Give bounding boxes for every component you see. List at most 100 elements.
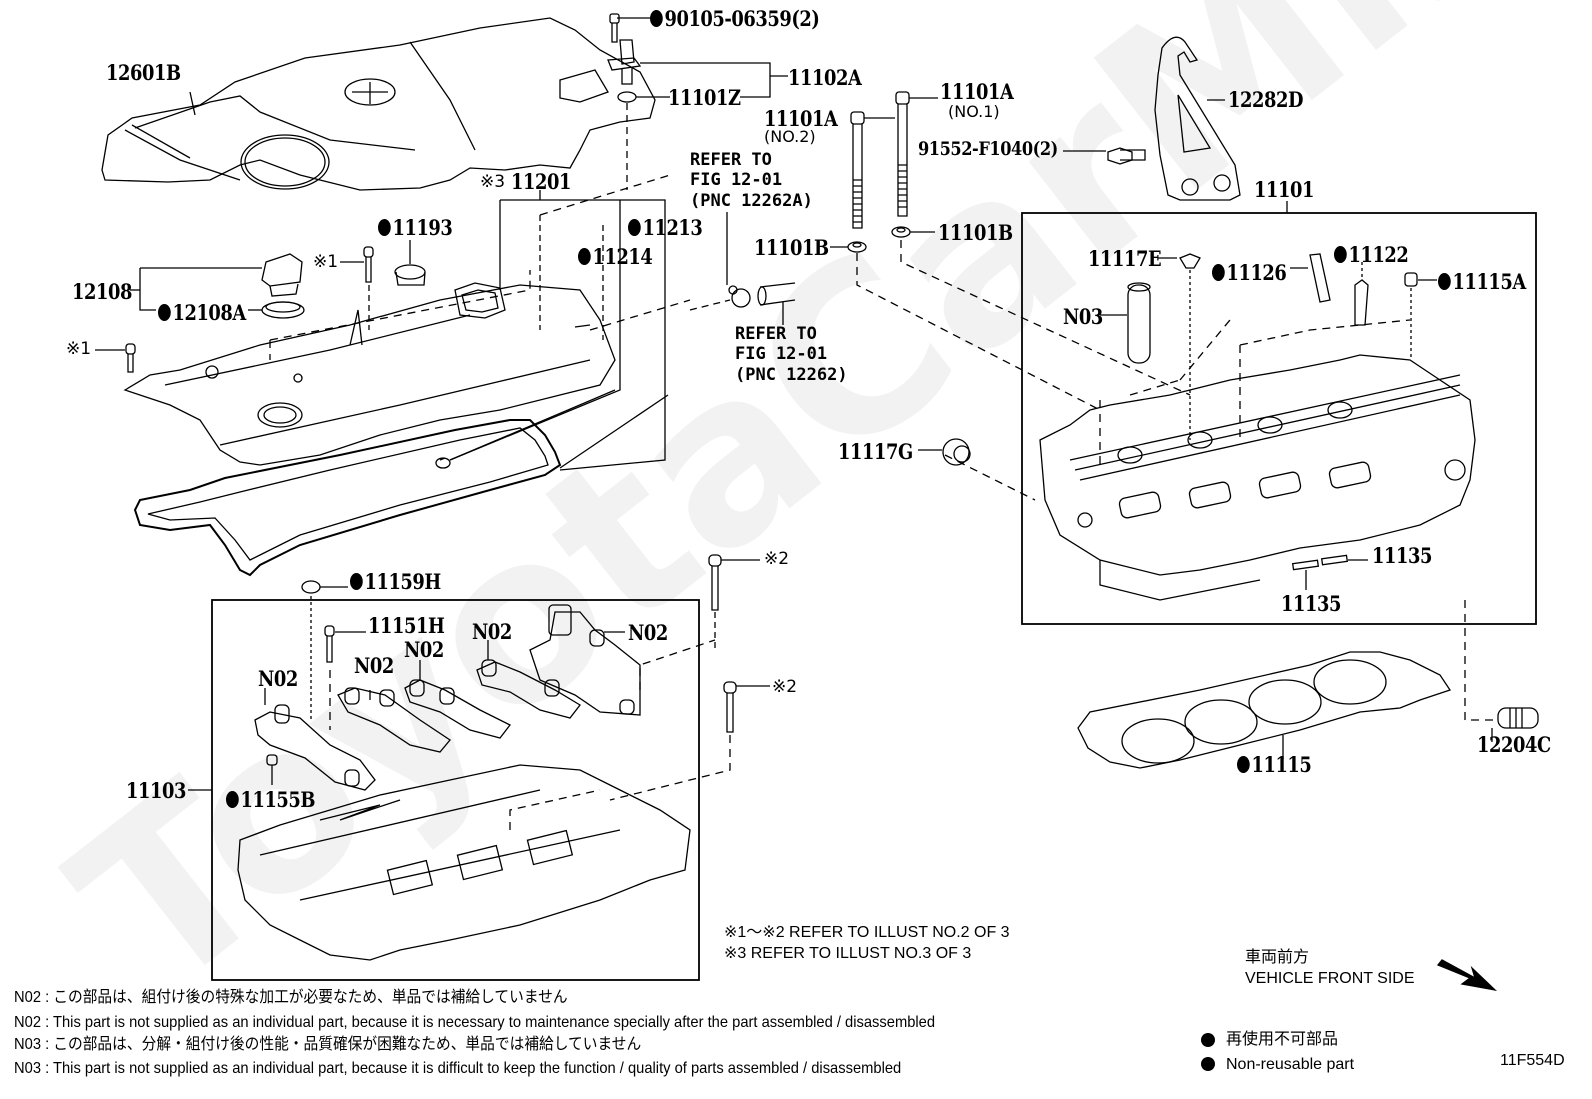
label-text: 11193: [392, 215, 453, 240]
label-12108A[interactable]: 12108A: [158, 302, 246, 323]
non-reusable-dot: [378, 219, 391, 236]
plug-11117G-drawing: [918, 438, 971, 466]
label-11115A[interactable]: 11115A: [1438, 271, 1526, 292]
refer-a-line3: (PNC 12262A): [690, 190, 813, 211]
head-bolts-drawing: [830, 91, 1191, 411]
refer-b-line2: FIG 12-01: [735, 344, 828, 365]
label-11135-right[interactable]: 11135: [1372, 543, 1432, 568]
label-11126[interactable]: 11126: [1212, 260, 1287, 285]
seal-and-bolt-drawing: [301, 580, 366, 730]
label-11103[interactable]: 11103: [126, 778, 186, 803]
label-12601B[interactable]: 12601B: [106, 60, 181, 85]
label-91552-F1040[interactable]: 91552-F1040(2): [918, 138, 1058, 160]
label-11201[interactable]: 11201: [511, 169, 571, 194]
cover-bolt-upper-drawing: [340, 246, 374, 330]
label-11115[interactable]: 11115: [1237, 754, 1312, 775]
non-reusable-dot: [158, 304, 171, 321]
label-N03[interactable]: N03: [1063, 304, 1103, 329]
label-11193[interactable]: 11193: [378, 215, 453, 240]
label-11213[interactable]: 11213: [628, 217, 703, 238]
refer-a-line2: FIG 12-01: [690, 170, 783, 191]
cyl-head-group-box: [1021, 212, 1537, 625]
hose-refer-drawing: [689, 212, 796, 325]
label-text: 11122: [1348, 242, 1409, 267]
label-12108[interactable]: 12108: [72, 279, 132, 304]
footnote-n03-en: N03 : This part is not supplied as an in…: [14, 1060, 902, 1077]
label-text: 11214: [592, 244, 653, 269]
refer-b-line3: (PNC 12262): [735, 364, 848, 385]
head-cover-gasket-drawing: [133, 394, 669, 577]
label-12282D[interactable]: 12282D: [1228, 87, 1304, 112]
plug-11193-drawing: [394, 240, 426, 286]
mark-1-upper: ※1: [313, 252, 339, 272]
legend-non-reusable-en: Non-reusable part: [1226, 1056, 1355, 1073]
label-N02-3[interactable]: N02: [404, 637, 444, 662]
refer-note-12262[interactable]: REFER TO FIG 12-01 (PNC 12262): [735, 324, 848, 385]
label-11159H[interactable]: 11159H: [350, 571, 441, 592]
mark-1-lower: ※1: [66, 339, 92, 359]
label-text: 11126: [1226, 260, 1287, 285]
engine-cover-drawing: [101, 17, 656, 191]
footnote-n02-jp: N02 : この部品は、組付け後の特殊な加工が必要なため、単品では補給していませ…: [14, 989, 568, 1006]
mark-2-lower: ※2: [772, 677, 798, 697]
vehicle-front-arrow: [1436, 959, 1498, 992]
label-11117G[interactable]: 11117G: [838, 439, 913, 464]
vehicle-front-jp: 車両前方: [1245, 949, 1310, 966]
head-cover-group-leaders: [449, 174, 671, 471]
label-11101[interactable]: 11101: [1254, 177, 1314, 202]
label-11102A[interactable]: 11102A: [788, 65, 862, 90]
cam-housing-drawing: [237, 764, 691, 961]
label-12204C[interactable]: 12204C: [1477, 732, 1551, 757]
label-no2: (NO.2): [764, 127, 816, 146]
oil-filler-cap-drawing: [130, 253, 305, 319]
label-text: 11159H: [364, 569, 441, 594]
refer-note-12262A[interactable]: REFER TO FIG 12-01 (PNC 12262A): [690, 150, 813, 211]
label-N02-5[interactable]: N02: [258, 666, 298, 691]
dowel-pins-drawing: [1291, 554, 1368, 590]
mark-3: ※3: [480, 172, 506, 192]
legend-dot-en: [1201, 1057, 1215, 1071]
label-N02-1[interactable]: N02: [472, 619, 512, 644]
label-11101B-right[interactable]: 11101B: [938, 220, 1013, 245]
label-text: 11155B: [240, 787, 316, 812]
cam-caps-drawing: [254, 604, 716, 791]
vehicle-front-en: VEHICLE FRONT SIDE: [1245, 970, 1415, 987]
label-11155B[interactable]: 11155B: [226, 787, 316, 812]
non-reusable-dot: [628, 219, 641, 236]
head-cover-drawing: [123, 270, 691, 469]
label-11122[interactable]: 11122: [1334, 242, 1409, 267]
label-11151H[interactable]: 11151H: [368, 613, 445, 638]
refer-b-line1: REFER TO: [735, 324, 817, 344]
stud-12204C-drawing: [1491, 707, 1539, 742]
label-text: 11115A: [1452, 269, 1526, 294]
non-reusable-dot: [650, 10, 663, 27]
label-11101Z[interactable]: 11101Z: [668, 85, 741, 110]
cover-bolt-lower-drawing: [95, 343, 136, 373]
non-reusable-dot: [1212, 264, 1225, 281]
label-11101A-no2[interactable]: 11101A: [764, 106, 838, 131]
cam-sensor-drawing: [607, 13, 788, 190]
label-text: 12108A: [172, 300, 246, 325]
label-N02-4[interactable]: N02: [354, 653, 394, 678]
figure-code: 11F554D: [1500, 1052, 1565, 1069]
label-90105-06359[interactable]: 90105-06359(2): [650, 6, 820, 31]
label-11214[interactable]: 11214: [578, 244, 653, 269]
mark-2-upper: ※2: [764, 549, 790, 569]
label-no1: (NO.1): [948, 102, 1000, 121]
label-N02-2[interactable]: N02: [628, 620, 668, 645]
engine-hanger-drawing: [1063, 36, 1241, 201]
illust-ref-1-2: ※1～※2 REFER TO ILLUST NO.2 OF 3: [724, 924, 1010, 941]
label-11101B-left[interactable]: 11101B: [754, 235, 829, 260]
legend-non-reusable-jp: 再使用不可部品: [1226, 1031, 1339, 1048]
label-11101A-no1[interactable]: 11101A: [940, 79, 1014, 104]
non-reusable-dot: [350, 573, 363, 590]
non-reusable-dot: [1237, 756, 1250, 773]
label-11117E[interactable]: 11117E: [1088, 246, 1162, 271]
refer-a-line1: REFER TO: [690, 150, 772, 170]
cam-housing-bolts-drawing: [609, 554, 770, 801]
label-11135-lower[interactable]: 11135: [1281, 591, 1341, 616]
label-text: 90105-06359(2): [664, 6, 820, 31]
illust-ref-3: ※3 REFER TO ILLUST NO.3 OF 3: [724, 945, 972, 962]
